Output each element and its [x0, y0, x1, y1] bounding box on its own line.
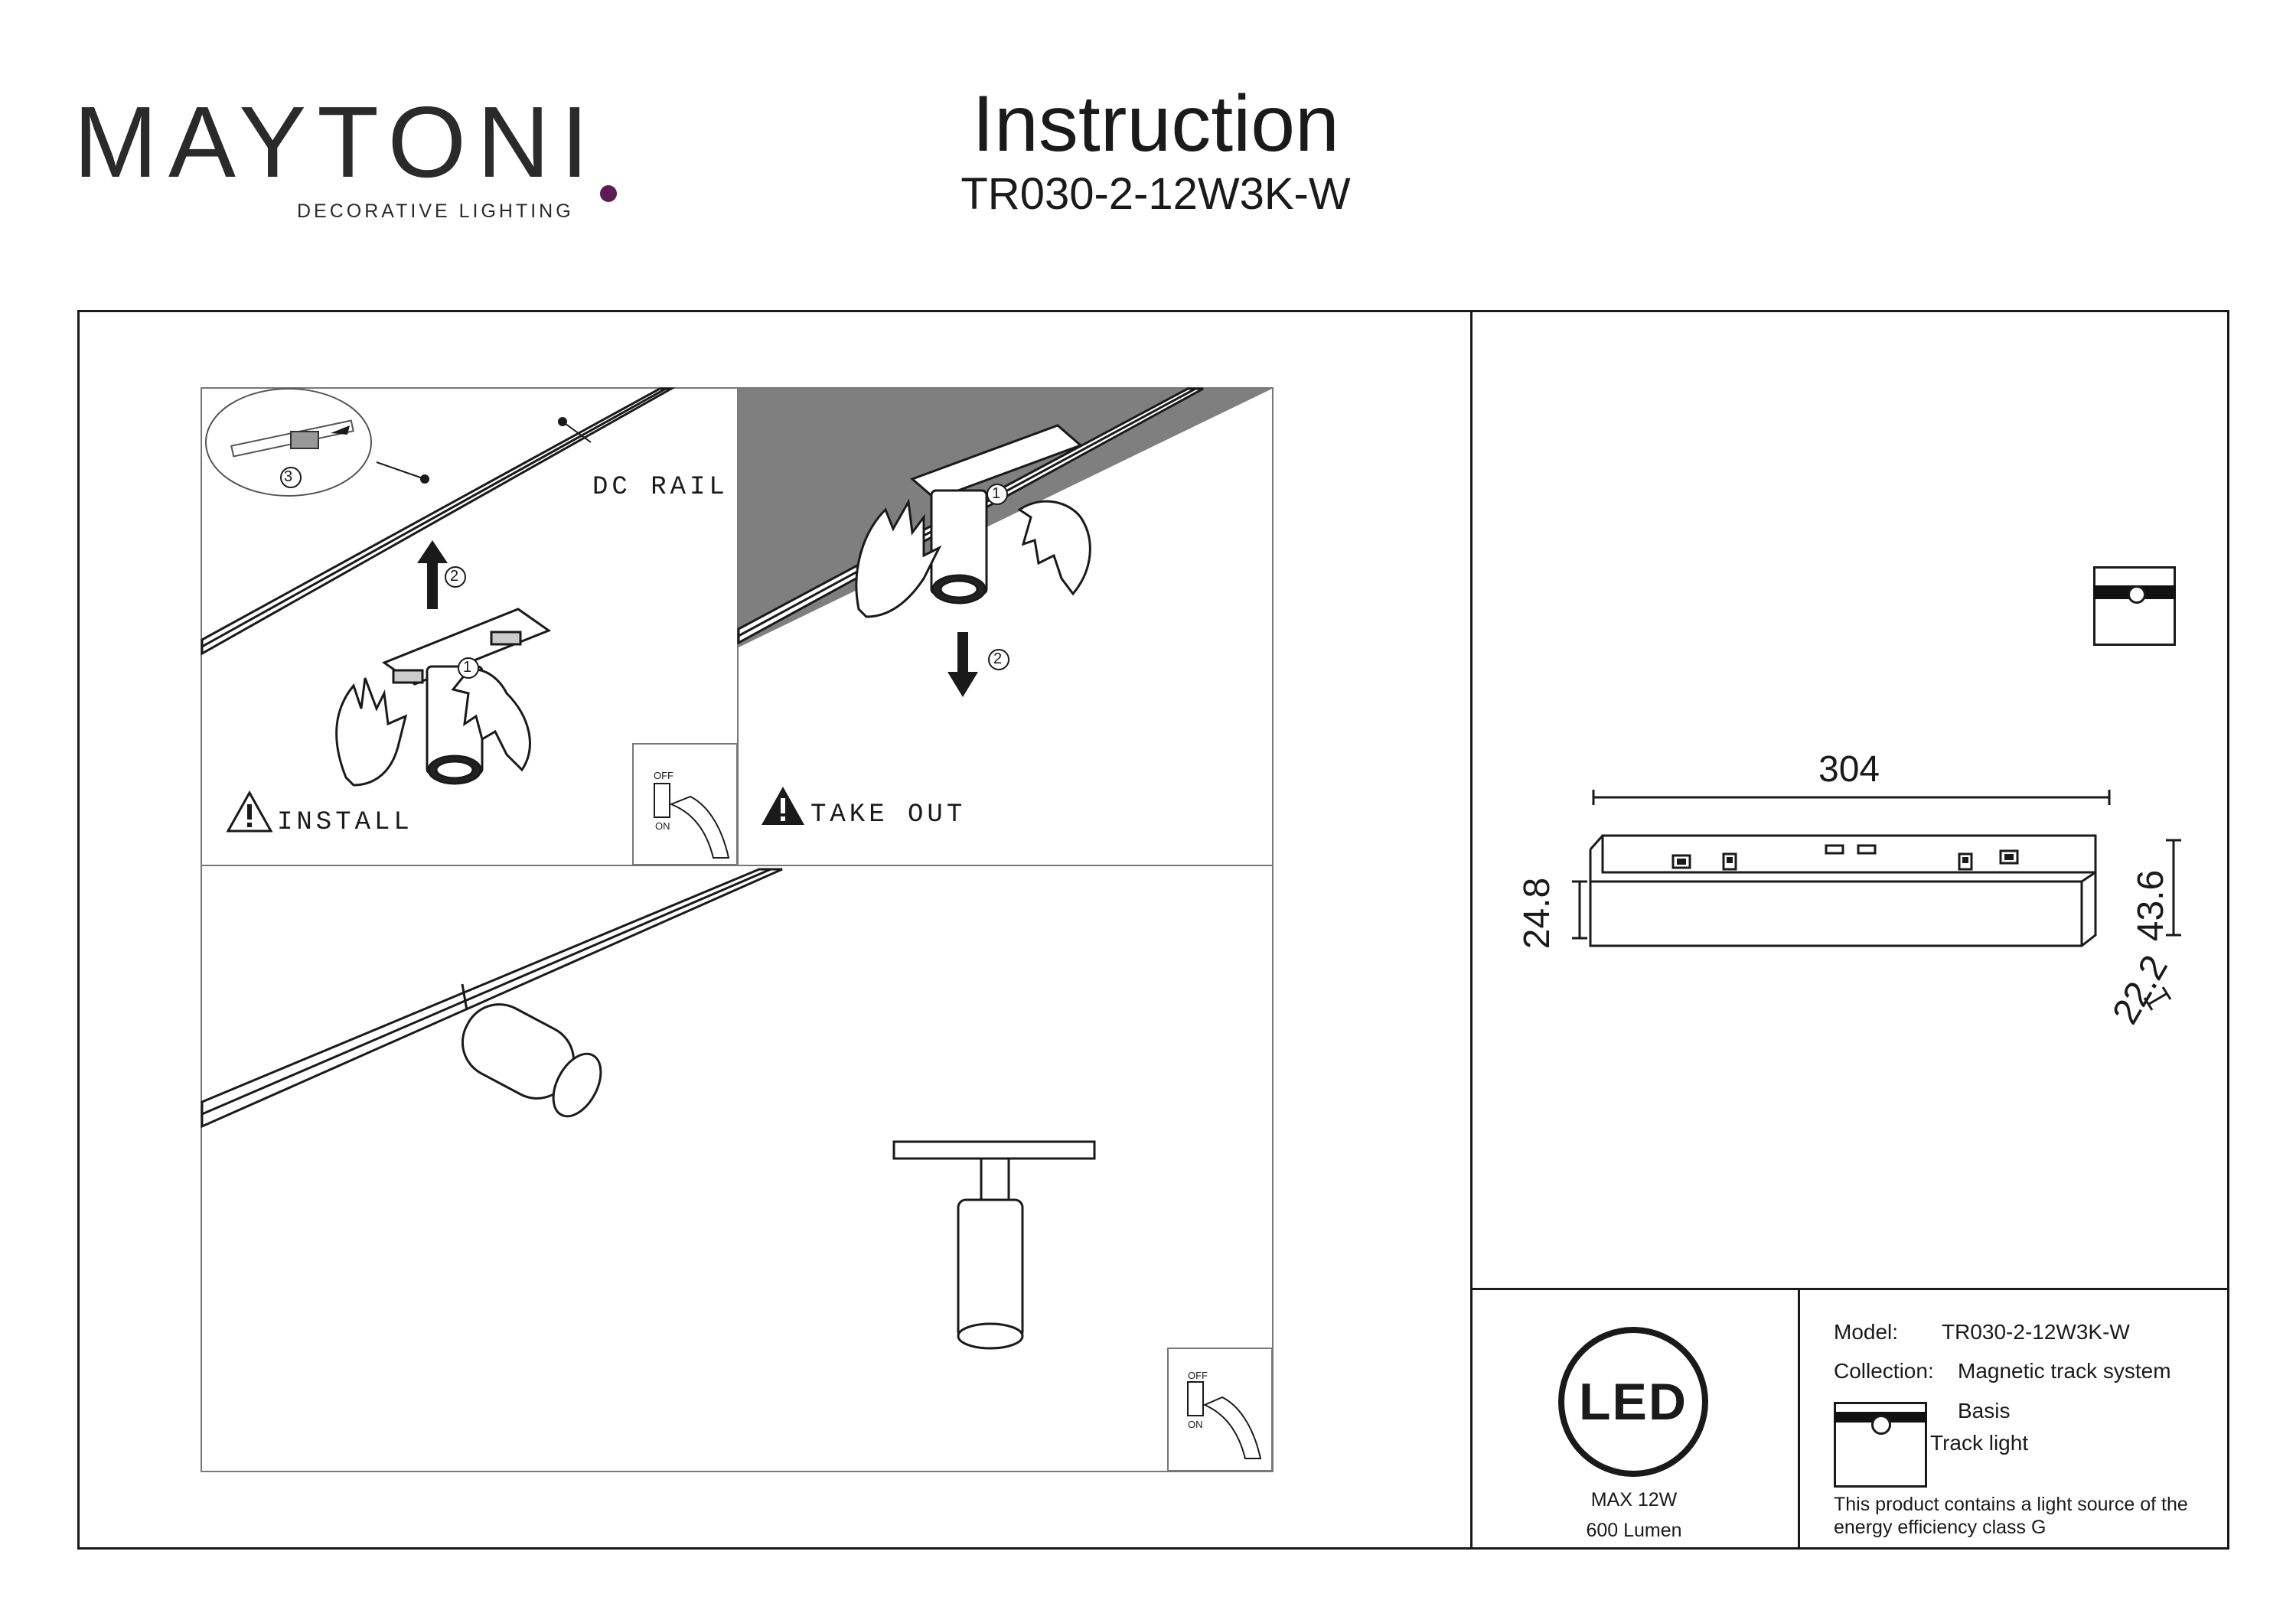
spec-divider-vertical	[1798, 1288, 1800, 1550]
lumen-output: 600 Lumen	[1586, 1520, 1682, 1541]
frame-divider-vertical	[1470, 310, 1473, 1550]
step-1-marker: 1	[463, 659, 472, 676]
frame-divider-horizontal	[1470, 1288, 2229, 1290]
dimension-total-height: 43.6	[2131, 869, 2172, 942]
track-light-detached	[892, 1140, 1096, 1350]
model-label: Model:	[1834, 1320, 1899, 1344]
content-frame	[77, 310, 2229, 1550]
collection-label: Collection:	[1834, 1359, 1934, 1383]
hand-icon	[855, 498, 1091, 618]
warning-triangle-icon	[226, 790, 273, 833]
arrow-down-icon	[947, 632, 978, 697]
dimensions-drawing: 304 24.8 43.6 22.2	[1500, 551, 2204, 1056]
step-2-marker: 2	[450, 568, 459, 585]
brand-tagline: DECORATIVE LIGHTING	[297, 200, 574, 222]
model-value: TR030-2-12W3K-W	[1942, 1320, 2130, 1344]
track-light-symbol-icon	[2093, 566, 2176, 646]
wall-switch-on	[1167, 1348, 1273, 1471]
dc-rail-mounted	[201, 868, 783, 1129]
brand-logo: MAYTONI DECORATIVE LIGHTING	[73, 92, 617, 230]
product-outline	[1572, 790, 2181, 1011]
track-light-symbol-icon	[1834, 1402, 1927, 1488]
led-icon: LED	[1558, 1327, 1708, 1477]
track-light-mounted	[461, 983, 602, 1118]
collection-value: Magnetic track system	[1958, 1359, 2171, 1383]
step-1-marker: 1	[992, 485, 1001, 502]
installation-illustration	[201, 387, 1274, 1472]
switch-off-label: OFF	[1188, 1370, 1208, 1381]
logo-accent-dot	[600, 185, 617, 202]
switch-off-label: OFF	[654, 770, 673, 781]
switch-on-label: ON	[1188, 1419, 1203, 1430]
step-3-marker: 3	[284, 468, 293, 485]
switch-on-label: ON	[655, 820, 670, 832]
page-title: Instruction	[972, 80, 1339, 168]
dc-rail-install	[201, 387, 676, 656]
dc-rail-label: DC RAIL	[592, 473, 729, 502]
arrow-up-icon	[417, 540, 448, 609]
page-subtitle-model: TR030-2-12W3K-W	[960, 169, 1351, 219]
product-type: Track light	[1930, 1431, 2029, 1455]
energy-efficiency-note: This product contains a light source of …	[1834, 1494, 2188, 1538]
step-2-marker: 2	[993, 650, 1003, 667]
hand-icon	[335, 668, 531, 787]
installation-diagram: DC RAIL INSTALL TAKE OUT 3 2 1 1 2 OFF O…	[201, 387, 1274, 1472]
warning-triangle-icon	[762, 787, 804, 825]
series-name: Basis	[1958, 1399, 2011, 1423]
dimension-body-height: 24.8	[1517, 877, 1558, 950]
install-label: INSTALL	[277, 808, 413, 837]
brand-name: MAYTONI	[73, 86, 600, 198]
dimension-length: 304	[1818, 749, 1880, 790]
take-out-label: TAKE OUT	[810, 800, 967, 829]
wall-switch-install	[632, 743, 738, 865]
connector-detail-bubble	[205, 388, 372, 497]
track-light-takeout	[910, 424, 1083, 605]
max-power: MAX 12W	[1590, 1489, 1678, 1511]
